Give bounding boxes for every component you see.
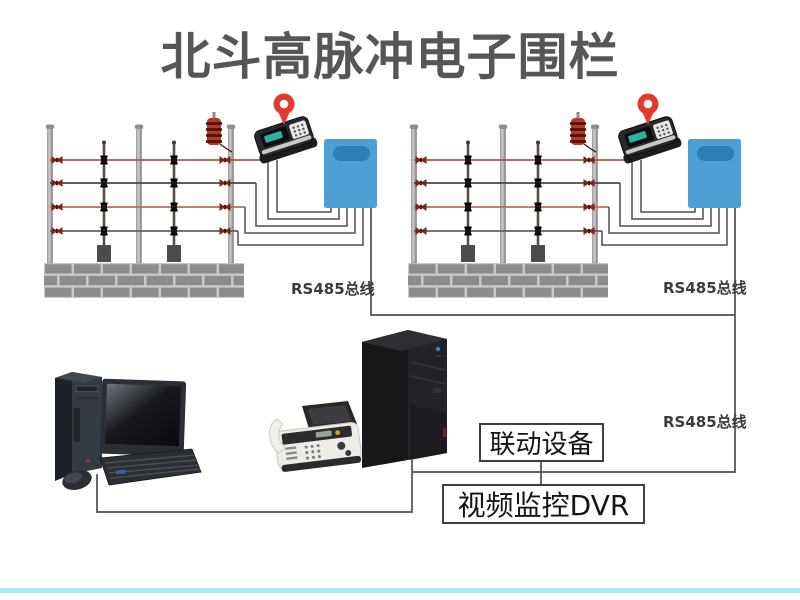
mouse — [62, 470, 92, 490]
server-to-computer-line — [96, 460, 413, 513]
fence-section-left — [44, 94, 377, 299]
rs485-label-right: RS485总线 — [663, 279, 747, 297]
footer-accent-bar — [0, 588, 800, 593]
rs485-bus-right — [412, 207, 736, 473]
monitor — [99, 378, 187, 477]
rs485-label-bottom: RS485总线 — [663, 413, 747, 431]
linkage-device-box: 联动设备 — [479, 423, 604, 462]
server-tower — [362, 330, 447, 468]
keyboard — [99, 448, 202, 486]
fax-handset — [269, 418, 286, 454]
page-title: 北斗高脉冲电子围栏 — [160, 28, 620, 86]
rs485-bus-left — [370, 207, 735, 316]
fence-section-right — [408, 94, 741, 299]
video-dvr-box: 视频监控DVR — [442, 484, 645, 524]
rs485-bus-lines — [96, 207, 736, 513]
monitoring-computer — [55, 372, 202, 490]
fax-machine — [269, 401, 362, 472]
rs485-label-left: RS485总线 — [291, 280, 375, 298]
